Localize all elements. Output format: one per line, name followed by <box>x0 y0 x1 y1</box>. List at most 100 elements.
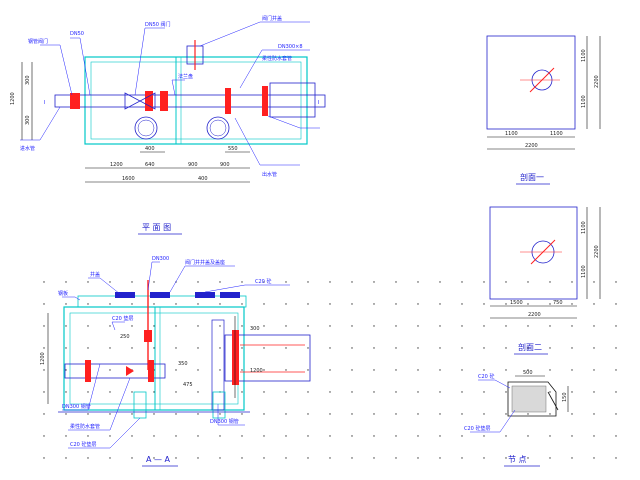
grid-dot <box>197 325 199 327</box>
grid-dot <box>571 391 573 393</box>
grid-dot <box>307 347 309 349</box>
grid-dot <box>483 325 485 327</box>
grid-dot <box>175 303 177 305</box>
aa-cover-mid <box>150 292 170 298</box>
grid-dot <box>285 281 287 283</box>
grid-dot <box>571 457 573 459</box>
grid-dot <box>351 413 353 415</box>
grid-dot <box>549 281 551 283</box>
grid-dot <box>285 325 287 327</box>
plan-note-2: DN50 <box>70 31 84 37</box>
s1-dim-r-3: 2200 <box>594 75 600 88</box>
grid-dot <box>131 413 133 415</box>
aa-outlet-pipe <box>224 334 311 382</box>
grid-dot <box>307 325 309 327</box>
grid-dot <box>527 413 529 415</box>
grid-dot <box>87 325 89 327</box>
grid-dot <box>505 457 507 459</box>
grid-dot <box>505 435 507 437</box>
plan-manhole-right <box>206 116 230 140</box>
grid-dot <box>263 347 265 349</box>
grid-dot <box>593 303 595 305</box>
grid-dot <box>65 435 67 437</box>
grid-dot <box>549 347 551 349</box>
grid-dot <box>417 457 419 459</box>
grid-dot <box>197 457 199 459</box>
grid-dot <box>131 391 133 393</box>
grid-dot <box>527 281 529 283</box>
plan-section-mark-right: I <box>318 100 319 106</box>
aa-note-2: 钢板 <box>58 290 68 297</box>
grid-dot <box>373 413 375 415</box>
aa-note-6: DN300 钢管 <box>62 403 91 410</box>
grid-dot <box>307 435 309 437</box>
plan-section-mark-left: I <box>44 100 45 106</box>
grid-dot <box>395 325 397 327</box>
grid-dot <box>571 435 573 437</box>
grid-dot <box>307 369 309 371</box>
detail-leaders <box>470 379 516 433</box>
plan-valve-icon-b <box>139 92 156 110</box>
grid-dot <box>439 281 441 283</box>
grid-dot <box>197 391 199 393</box>
grid-dot <box>241 281 243 283</box>
plan-dim-left-text-2: 300 <box>25 75 31 85</box>
grid-dot <box>593 347 595 349</box>
grid-dot <box>285 347 287 349</box>
grid-dot <box>615 369 617 371</box>
grid-dot <box>395 369 397 371</box>
plan-manhole-left-inner <box>137 119 155 137</box>
grid-dot <box>417 369 419 371</box>
grid-dot <box>571 413 573 415</box>
plan-note-6: DN300×8 <box>278 44 303 50</box>
aa-leaders <box>62 261 290 449</box>
grid-dot <box>131 435 133 437</box>
aa-pipe-left <box>64 363 166 379</box>
grid-dot <box>373 391 375 393</box>
grid-dot <box>87 281 89 283</box>
grid-dot <box>549 435 551 437</box>
grid-dot <box>197 347 199 349</box>
grid-dot <box>131 281 133 283</box>
grid-dot <box>373 281 375 283</box>
grid-dot <box>395 413 397 415</box>
detail-note-2: 500 <box>523 370 533 376</box>
grid-dot <box>483 413 485 415</box>
plan-view: 1200 300 300 I I 1200 640 1600 900 900 4… <box>10 15 326 235</box>
plan-dim-bottom-text-4: 900 <box>188 162 198 168</box>
detail-title: 节 点 <box>508 455 527 464</box>
grid-dot <box>153 391 155 393</box>
grid-dot <box>329 369 331 371</box>
grid-dot <box>593 281 595 283</box>
grid-dot <box>109 457 111 459</box>
grid-dot <box>417 325 419 327</box>
s2-dim-b-2: 750 <box>553 300 563 306</box>
grid-dot <box>571 369 573 371</box>
grid-dot <box>109 391 111 393</box>
s2-dim-r-3: 2200 <box>594 245 600 258</box>
grid-dot <box>527 435 529 437</box>
grid-dot <box>615 457 617 459</box>
grid-dot <box>219 347 221 349</box>
detail-note-4: 150 <box>562 392 568 402</box>
grid-dot <box>175 347 177 349</box>
aa-note-8: C20 砼垫层 <box>70 441 96 448</box>
grid-dot <box>571 303 573 305</box>
grid-dot <box>263 413 265 415</box>
detail-slope <box>547 391 559 411</box>
grid-dot <box>395 347 397 349</box>
grid-dot <box>87 303 89 305</box>
grid-dot <box>527 369 529 371</box>
aa-dim-text-6: 475 <box>183 382 193 388</box>
grid-dot <box>219 435 221 437</box>
grid-dot <box>329 281 331 283</box>
grid-dot <box>153 303 155 305</box>
grid-dot <box>461 325 463 327</box>
plan-manhole-right-inner <box>209 119 227 137</box>
plan-outer-wall <box>84 56 308 145</box>
grid-dot <box>351 391 353 393</box>
grid-dot <box>153 347 155 349</box>
s2-slab <box>489 206 578 300</box>
grid-dot <box>615 325 617 327</box>
